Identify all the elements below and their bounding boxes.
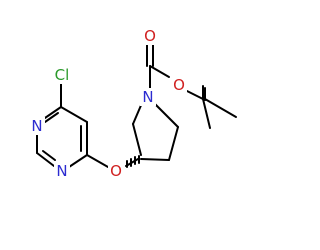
carbonyl-oxygen-label: O: [144, 27, 156, 45]
bond-cq-me-right: [204, 98, 237, 118]
pyrrolidine-ring: [132, 102, 179, 161]
bond-c5p-c4p: [168, 126, 179, 161]
bond-cq-me-down: [202, 98, 211, 129]
bond-n3-c4: [68, 154, 88, 168]
ester-oxygen-label: O: [173, 76, 185, 94]
bond-c6-n1-double: [44, 112, 59, 123]
bond-c2-n3-double: [42, 150, 56, 161]
bond-c4p-c3p: [140, 158, 170, 161]
molecule-diagram: Cl N N O N O O: [29, 27, 237, 180]
pyrrolidine-nitrogen-label: N: [142, 88, 153, 106]
bond-c4-o: [86, 154, 109, 168]
bond-c2-n3: [36, 152, 55, 167]
bond-c2p-n: [132, 102, 143, 125]
bond-c3p-c2p: [132, 123, 142, 156]
bond-carbonyl-oester: [149, 65, 170, 78]
bond-c6-n1: [41, 106, 62, 121]
pyrimidine-ring: [36, 83, 88, 168]
bond-n-c5p: [153, 102, 179, 128]
bond-c6-c5: [60, 106, 88, 123]
atom-labels: Cl N N O N O O: [29, 27, 187, 180]
pyrimidine-n-upper-label: N: [31, 117, 42, 135]
stereo-hash-wedge: [126, 155, 140, 168]
pyrimidine-n-lower-label: N: [56, 162, 67, 180]
chlorine-label: Cl: [55, 66, 70, 84]
boc-group: [146, 44, 237, 129]
ether-oxygen-label: O: [110, 162, 122, 180]
